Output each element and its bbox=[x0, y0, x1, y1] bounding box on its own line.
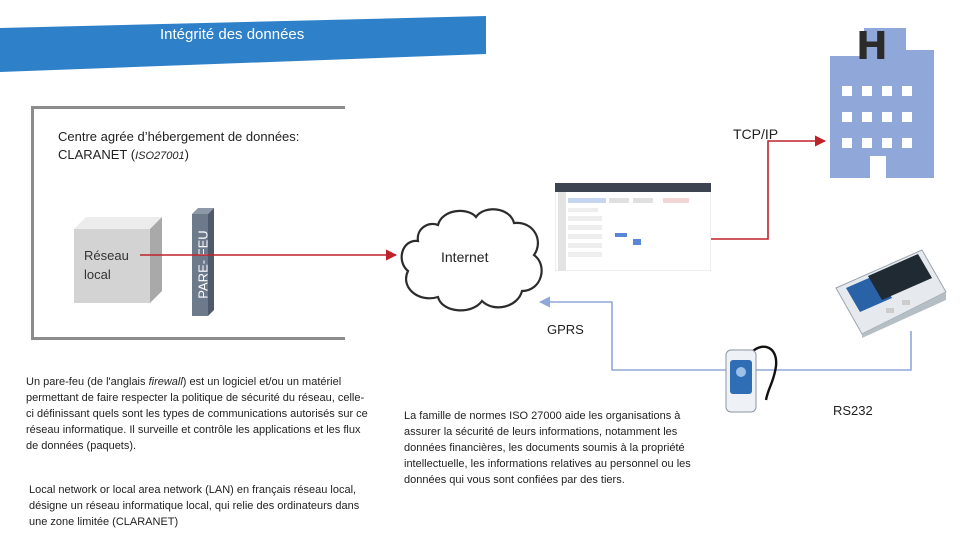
datacenter-title: Centre agrée d’hébergement de données: C… bbox=[58, 128, 299, 165]
hospital-building-icon bbox=[830, 28, 934, 178]
hospital-letter: H bbox=[856, 24, 888, 68]
internet-label: Internet bbox=[441, 249, 489, 265]
local-network-label: Réseau local bbox=[84, 248, 129, 282]
tcp-ip-label: TCP/IP bbox=[733, 126, 779, 142]
firewall-definition: Un pare-feu (de l'anglais firewall) est … bbox=[26, 376, 368, 452]
firewall-label: PARE- FEU bbox=[195, 229, 211, 299]
datacenter-box bbox=[31, 106, 345, 340]
rs232-label: RS232 bbox=[833, 403, 873, 418]
lan-definition: Local network or local area network (LAN… bbox=[29, 484, 360, 528]
title-banner bbox=[0, 16, 486, 72]
iso27000-description: La famille de normes ISO 27000 aide les … bbox=[404, 410, 691, 486]
data-logger-device-icon bbox=[835, 249, 947, 338]
datacenter-title-line2: CLARANET (ISO27001) bbox=[58, 147, 189, 162]
web-app-screenshot bbox=[555, 183, 711, 271]
gprs-modem-icon bbox=[725, 345, 778, 413]
banner-shape bbox=[0, 16, 486, 72]
local-network-cube bbox=[74, 217, 162, 303]
datacenter-title-line1: Centre agrée d’hébergement de données: bbox=[58, 129, 300, 144]
gprs-label: GPRS bbox=[547, 322, 584, 337]
internet-cloud-icon bbox=[400, 208, 543, 312]
firewall-block bbox=[192, 208, 214, 316]
page-title: Intégrité des données bbox=[160, 26, 305, 43]
